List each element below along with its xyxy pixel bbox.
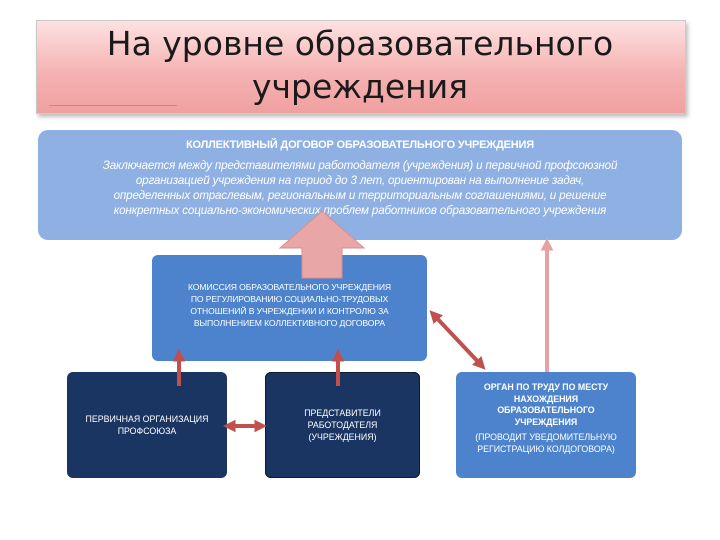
- labor-authority-line-2: НАХОЖДЕНИЯ: [513, 393, 579, 404]
- collective-agreement-line-2: организацией учреждения на период до 3 л…: [135, 174, 585, 187]
- title-line-1: На уровне образовательного: [106, 24, 614, 63]
- employer-line-3: (УЧРЕЖДЕНИЯ): [308, 432, 377, 442]
- labor-authority-note: (ПРОВОДИТ УВЕДОМИТЕЛЬНУЮ РЕГИСТРАЦИЮ КОЛ…: [462, 432, 630, 455]
- labor-authority-note-line-1: (ПРОВОДИТ УВЕДОМИТЕЛЬНУЮ: [475, 432, 617, 442]
- commission-labor-authority-arrow: [429, 310, 486, 370]
- trade-union-line-2: ПРОФСОЮЗА: [117, 426, 177, 436]
- labor-authority-line-1: ОРГАН ПО ТРУДУ ПО МЕСТУ: [483, 382, 609, 392]
- labor-authority-line-4: УЧРЕЖДЕНИЯ: [514, 416, 578, 427]
- labor-authority-note-line-2: РЕГИСТРАЦИЮ КОЛДОГОВОРА): [477, 443, 615, 454]
- collective-agreement-heading: КОЛЛЕКТИВНЫЙ ДОГОВОР ОБРАЗОВАТЕЛЬНОГО УЧ…: [186, 139, 534, 151]
- commission-to-agreement-block-arrow: [278, 210, 366, 279]
- labor-authority-line-3: ОБРАЗОВАТЕЛЬНОГО: [497, 405, 595, 415]
- employer-representatives-box: ПРЕДСТАВИТЕЛИ РАБОТОДАТЕЛЯ (УЧРЕЖДЕНИЯ): [265, 372, 420, 478]
- collective-agreement-box: КОЛЛЕКТИВНЫЙ ДОГОВОР ОБРАЗОВАТЕЛЬНОГО УЧ…: [38, 130, 682, 240]
- commission-line-1: КОМИССИЯ ОБРАЗОВАТЕЛЬНОГО УЧРЕЖДЕНИЯ: [187, 282, 392, 292]
- commission-line-2: ПО РЕГУЛИРОВАНИЮ СОЦИАЛЬНО-ТРУДОВЫХ: [190, 294, 389, 304]
- trade-union-box: ПЕРВИЧНАЯ ОРГАНИЗАЦИЯ ПРОФСОЮЗА: [67, 372, 227, 478]
- title-line-2: учреждения: [252, 67, 468, 106]
- labor-authority-heading: ОРГАН ПО ТРУДУ ПО МЕСТУ НАХОЖДЕНИЯ ОБРАЗ…: [462, 382, 630, 428]
- labor-authority-box: ОРГАН ПО ТРУДУ ПО МЕСТУ НАХОЖДЕНИЯ ОБРАЗ…: [456, 372, 636, 478]
- page-title: На уровне образовательного учреждения: [36, 22, 684, 108]
- commission-box: КОМИССИЯ ОБРАЗОВАТЕЛЬНОГО УЧРЕЖДЕНИЯ ПО …: [152, 255, 427, 361]
- commission-line-4: ВЫПОЛНЕНИЕМ КОЛЛЕКТИВНОГО ДОГОВОРА: [193, 318, 386, 328]
- employer-line-2: РАБОТОДАТЕЛЯ: [307, 420, 378, 430]
- title-banner: [36, 20, 686, 114]
- employer-line-1: ПРЕДСТАВИТЕЛИ: [304, 408, 381, 418]
- collective-agreement-line-1: Заключается между представителями работо…: [102, 159, 618, 172]
- title-underline: [49, 105, 177, 106]
- collective-agreement-description: Заключается между представителями работо…: [48, 158, 672, 218]
- collective-agreement-line-3: определенных отраслевым, региональным и …: [113, 189, 607, 202]
- commission-line-3: ОТНОШЕНИЙ В УЧРЕЖДЕНИИ И КОНТРОЛЮ ЗА: [190, 306, 389, 316]
- collective-agreement-line-4: конкретных социально-экономических пробл…: [113, 204, 607, 217]
- trade-union-line-1: ПЕРВИЧНАЯ ОРГАНИЗАЦИЯ: [85, 414, 209, 424]
